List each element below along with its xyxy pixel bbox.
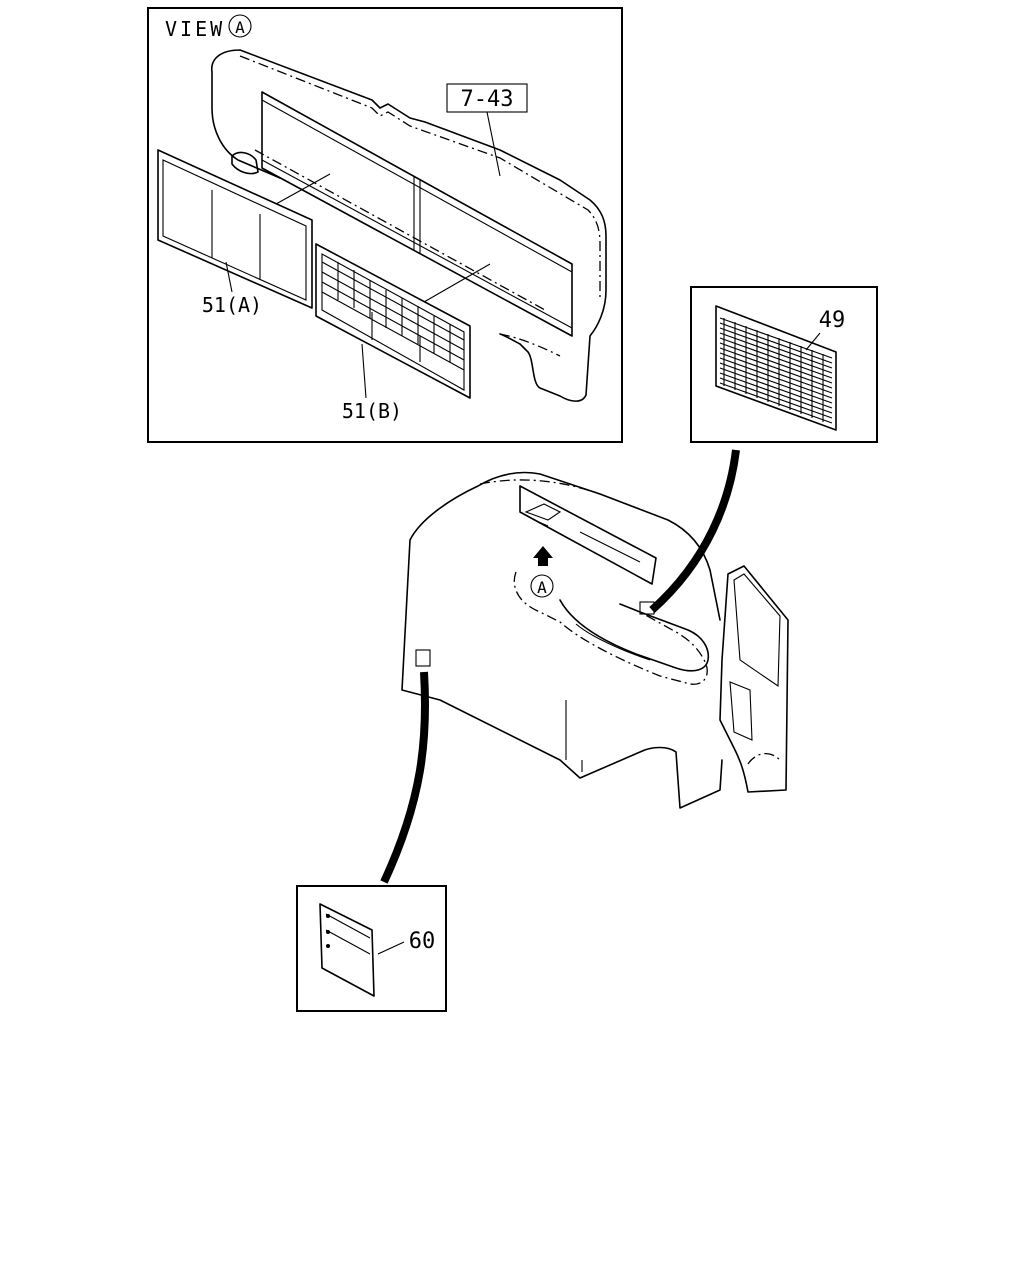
label-60-location (415, 649, 431, 667)
label-49-frame (690, 286, 878, 443)
label-49-location (639, 601, 655, 615)
view-marker-circle (228, 14, 252, 38)
label-51a-plate (157, 149, 331, 309)
label-51b-plate (315, 243, 491, 399)
label-49-hatch (719, 372, 833, 414)
view-label: VIEW (165, 17, 225, 41)
label-49-hatch (719, 337, 833, 379)
label-49-hatch (719, 382, 833, 424)
cab-door (719, 565, 789, 793)
cab-marker-circle (530, 574, 554, 598)
label-60-plate (319, 903, 375, 997)
cab-marker: A (537, 578, 547, 597)
label-49-hatch (719, 352, 833, 394)
label-60-panel: 60 (296, 671, 447, 1012)
label-49-hatch (719, 332, 833, 374)
view-a-frame (147, 7, 623, 443)
label-49-hatch (719, 377, 833, 419)
callout-51b: 51(B) (342, 399, 402, 423)
headliner-panel (211, 49, 607, 402)
callout-49: 49 (819, 308, 846, 333)
view-a-panel: VIEW A 7-43 51(A) (147, 7, 623, 443)
cab-assembly: A (401, 471, 789, 809)
label-49-hatch (719, 357, 833, 399)
leader-60 (377, 941, 405, 955)
label-49-hatch (719, 327, 833, 369)
callout-51a: 51(A) (202, 293, 262, 317)
label-49-grid (719, 317, 833, 424)
leader-51a (225, 261, 233, 293)
leader-49 (805, 332, 821, 351)
label-60-frame (296, 885, 447, 1012)
view-arrow-icon (533, 546, 553, 566)
label-49-hatch (719, 322, 833, 364)
label-49-hatch (719, 347, 833, 389)
leader-60-to-cab (380, 671, 430, 884)
label-49-hatch (719, 367, 833, 409)
leader-49-to-cab (649, 449, 740, 613)
label-49-plate (715, 305, 837, 431)
label-49-hatch (719, 362, 833, 404)
leader-7-43 (486, 111, 501, 177)
callout-60: 60 (409, 929, 436, 954)
label-49-hatch (719, 342, 833, 384)
leader-51b (361, 343, 367, 399)
view-marker: A (235, 18, 245, 37)
callout-7-43: 7-43 (461, 87, 514, 112)
label-49-hatch (719, 317, 833, 359)
label-49-panel: 49 (649, 286, 878, 613)
